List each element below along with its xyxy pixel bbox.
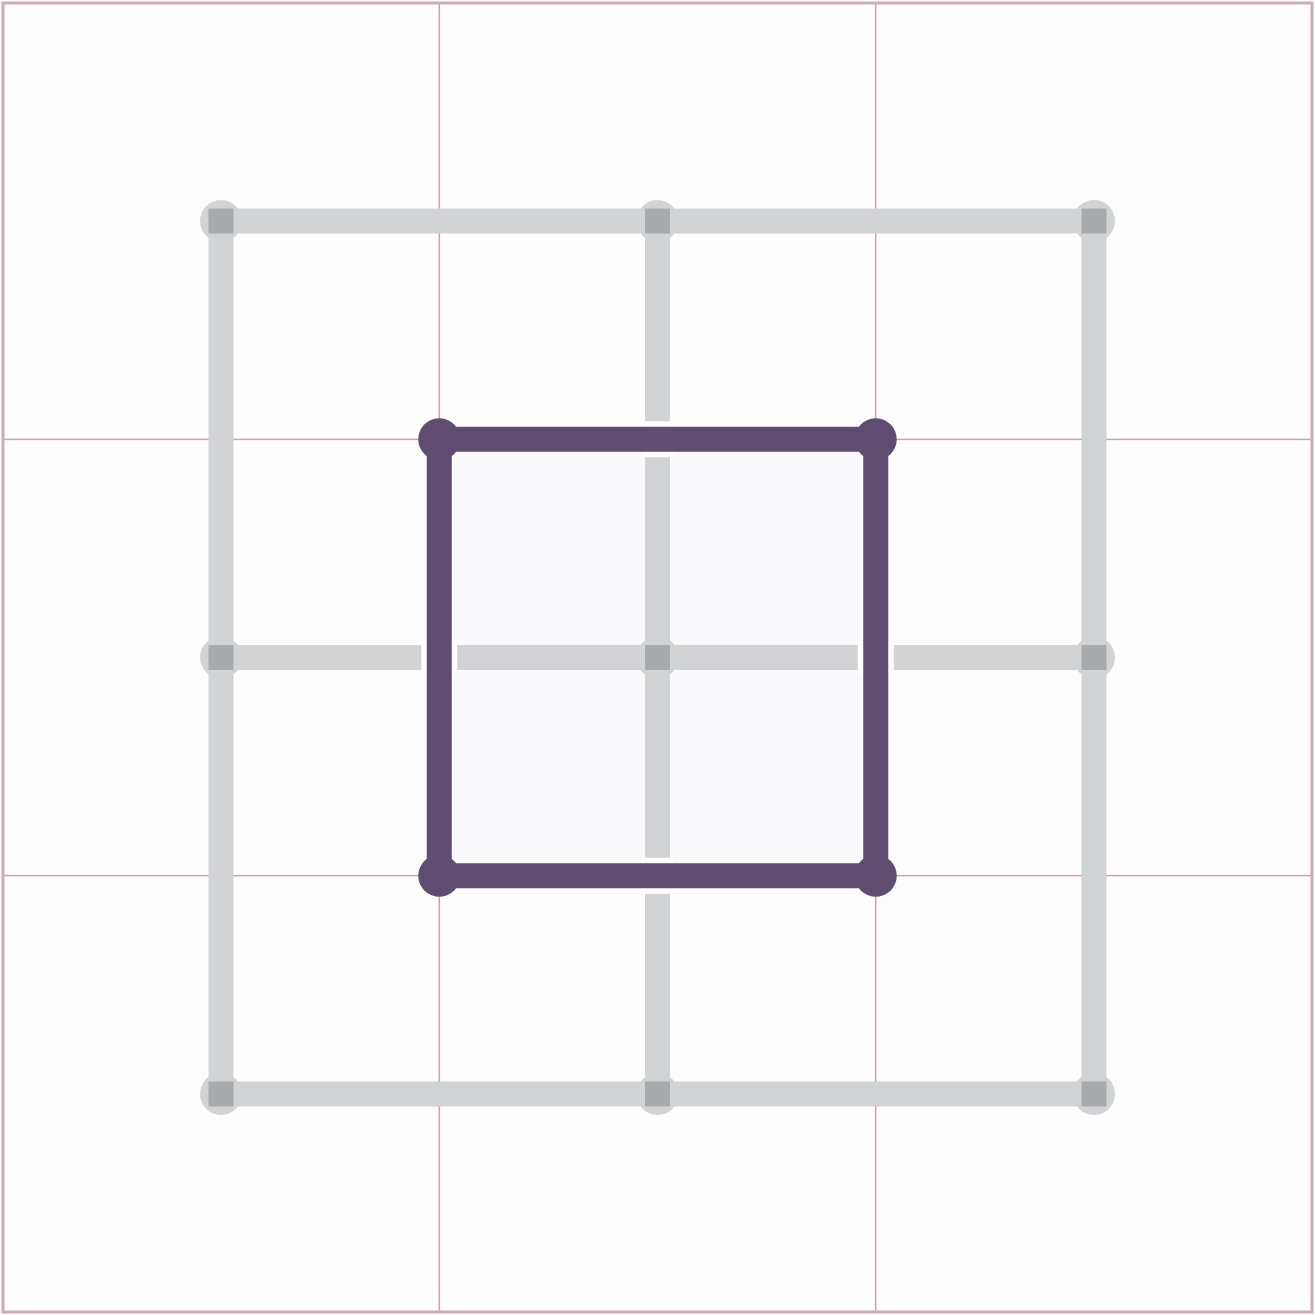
lattice-dot[interactable] (1081, 1081, 1107, 1107)
selected-corner-dot[interactable] (854, 854, 897, 897)
selected-corner-dot[interactable] (418, 418, 461, 461)
selected-corner-dot[interactable] (854, 418, 897, 461)
lattice-dot[interactable] (645, 645, 670, 670)
lattice-dot[interactable] (208, 208, 234, 234)
lattice-dot[interactable] (208, 1081, 234, 1107)
lattice-dot[interactable] (645, 1081, 670, 1107)
lattice-dot[interactable] (1081, 645, 1107, 670)
lattice-dot[interactable] (1081, 208, 1107, 234)
lattice-dot[interactable] (208, 645, 234, 670)
selected-corner-dot[interactable] (418, 854, 461, 897)
lattice-dot[interactable] (645, 208, 670, 234)
